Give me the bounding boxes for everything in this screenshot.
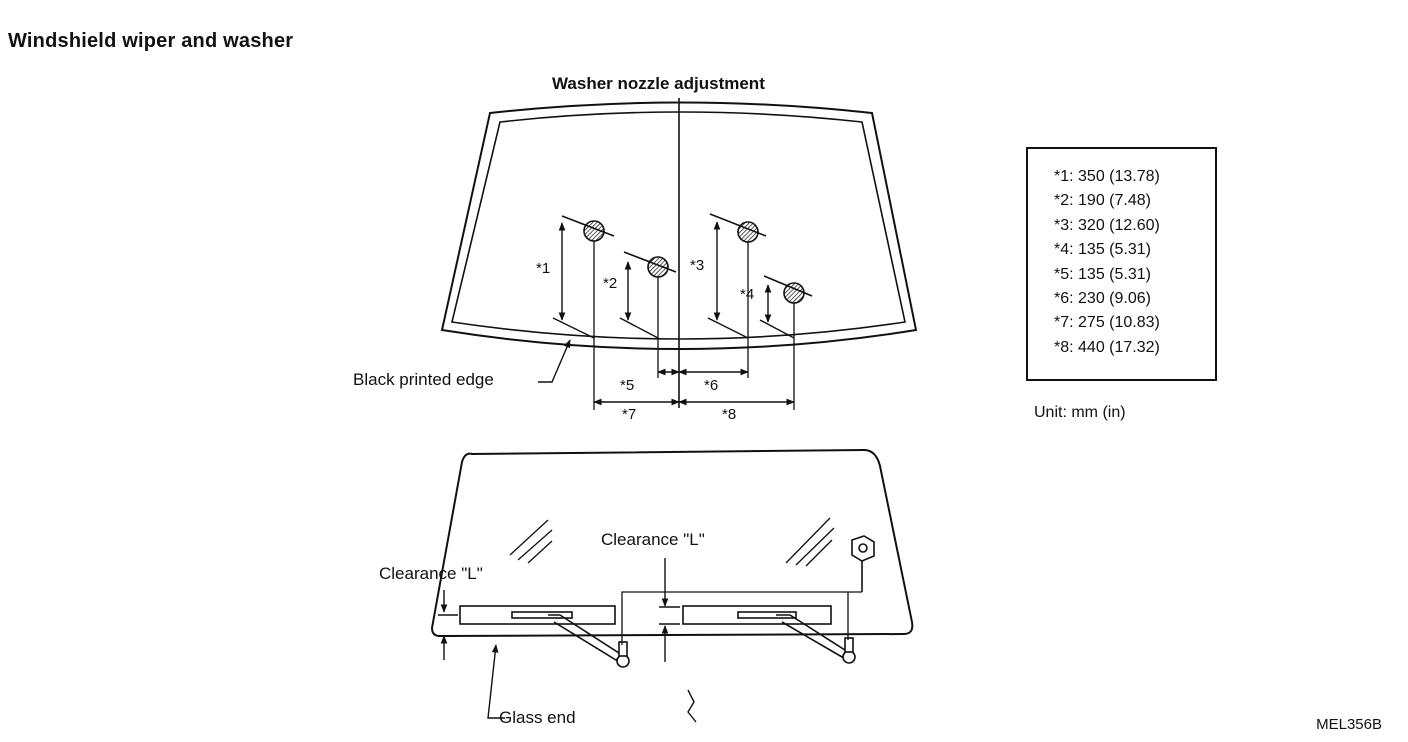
glass-outline: [430, 448, 914, 638]
wiper-left: [459, 605, 630, 668]
marker-6: *6: [704, 377, 719, 394]
marker-1: *1: [536, 260, 551, 277]
legend-row-6: *6: 230 (9.06): [1054, 290, 1151, 308]
edge-leader: [538, 339, 571, 383]
break-mark: [687, 689, 697, 723]
unit-label: Unit: mm (in): [1034, 404, 1126, 421]
legend-row-1: *1: 350 (13.78): [1054, 168, 1160, 185]
legend-row-2: *2: 190 (7.48): [1054, 192, 1151, 210]
horizontal-dimensions: [593, 368, 795, 406]
page-title: Windshield wiper and washer: [8, 30, 294, 52]
glare-marks: [509, 517, 835, 567]
marker-7: *7: [622, 406, 637, 423]
figure-code: MEL356B: [1316, 716, 1382, 733]
vertical-dimensions: [552, 221, 795, 339]
clearance-reference: [621, 591, 862, 645]
clearance-arrows: [438, 558, 680, 662]
marker-2: *2: [603, 275, 618, 292]
legend-row-4: *4: 135 (5.31): [1054, 241, 1151, 259]
clearance-right-label: Clearance "L": [601, 530, 705, 549]
legend-row-5: *5: 135 (5.31): [1054, 265, 1151, 283]
extension-lines: [593, 241, 795, 410]
glass-end-label: Glass end: [499, 708, 576, 727]
legend-row-8: *8: 440 (17.32): [1054, 338, 1160, 356]
wiper-right: [682, 605, 856, 664]
marker-3: *3: [690, 257, 705, 274]
windshield-outline: [440, 101, 918, 350]
marker-4: *4: [740, 286, 755, 303]
glass-end-leader: [487, 644, 505, 719]
black-printed-edge-label: Black printed edge: [353, 370, 494, 389]
legend-row-7: *7: 275 (10.83): [1054, 314, 1160, 332]
dimension-legend: *1: 350 (13.78) *2: 190 (7.48) *3: 320 (…: [1026, 147, 1217, 381]
clearance-left-label: Clearance "L": [379, 564, 483, 583]
legend-row-3: *3: 320 (12.60): [1054, 216, 1160, 234]
washer-nut-icon: [851, 535, 875, 592]
marker-5: *5: [620, 377, 635, 394]
nozzle-spots: [561, 213, 813, 304]
marker-8: *8: [722, 406, 737, 423]
figure-caption: Washer nozzle adjustment: [552, 74, 765, 93]
